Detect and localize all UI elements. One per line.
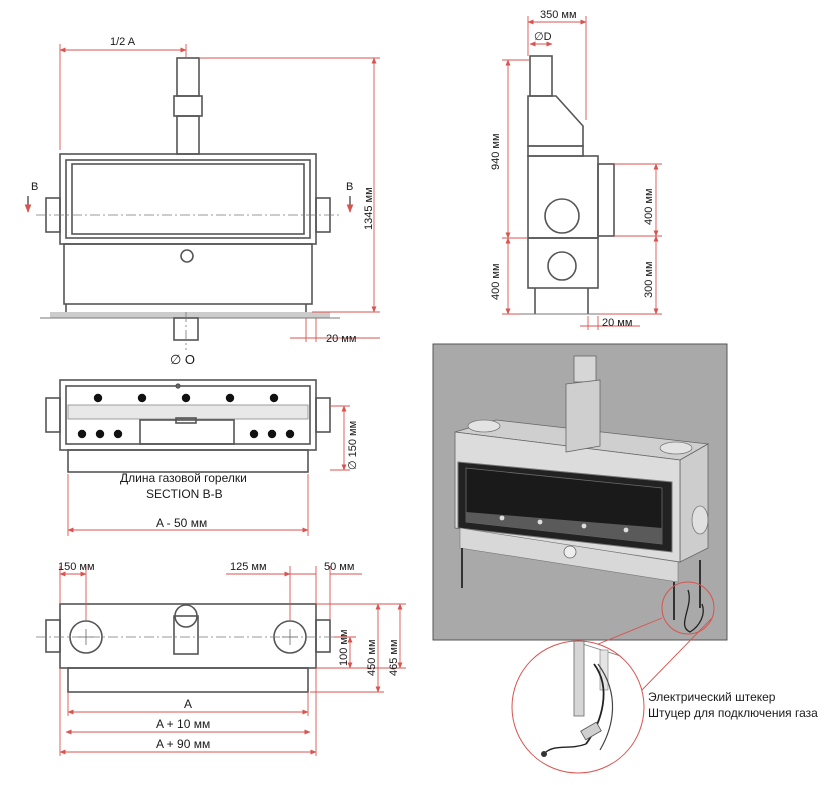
dim-50: 50 мм	[324, 561, 354, 573]
side-view	[520, 55, 615, 315]
dim-300: 300 мм	[643, 261, 655, 298]
section-view	[45, 379, 331, 473]
dim-940: 940 мм	[490, 133, 502, 170]
dim-20-side: 20 мм	[602, 317, 632, 329]
electric-plug-label: Электрический штекер	[648, 690, 776, 704]
dim-half-a: 1/2 A	[110, 36, 136, 48]
top-dimensions	[59, 566, 406, 756]
dim-gas-diameter: ∅ O	[170, 352, 195, 367]
dim-125: 125 мм	[230, 561, 267, 573]
dim-450: 450 мм	[366, 639, 378, 676]
dim-a: A	[184, 697, 192, 711]
section-mark-right: B	[346, 181, 353, 193]
connection-detail	[511, 640, 645, 774]
gas-fitting-label: Штуцер для подключения газа	[648, 706, 818, 720]
dim-400-leg: 400 мм	[490, 263, 502, 300]
side-dimensions	[502, 16, 662, 330]
dim-a-minus-50: A - 50 мм	[156, 516, 207, 530]
top-view	[36, 603, 340, 693]
dim-350: 350 мм	[540, 9, 577, 21]
dim-465: 465 мм	[388, 639, 400, 676]
section-mark-left: B	[31, 181, 38, 193]
dim-a-plus-90: A + 90 мм	[156, 737, 210, 751]
product-view	[432, 343, 728, 641]
dim-1345: 1345 мм	[363, 187, 375, 230]
dim-400-vent: 400 мм	[643, 188, 655, 225]
burner-length-label: Длина газовой горелки	[120, 471, 247, 485]
front-view	[24, 57, 354, 350]
dim-a-plus-10: A + 10 мм	[156, 717, 210, 731]
section-dimensions	[67, 405, 350, 536]
dim-150-diameter: ∅ 150 мм	[347, 421, 359, 470]
dim-flue-diameter: ∅D	[534, 31, 552, 43]
section-title: SECTION B-B	[146, 487, 223, 501]
dim-20-front: 20 мм	[326, 333, 356, 345]
front-dimensions	[59, 44, 380, 342]
dim-100: 100 мм	[338, 629, 350, 666]
dim-150: 150 мм	[58, 561, 95, 573]
